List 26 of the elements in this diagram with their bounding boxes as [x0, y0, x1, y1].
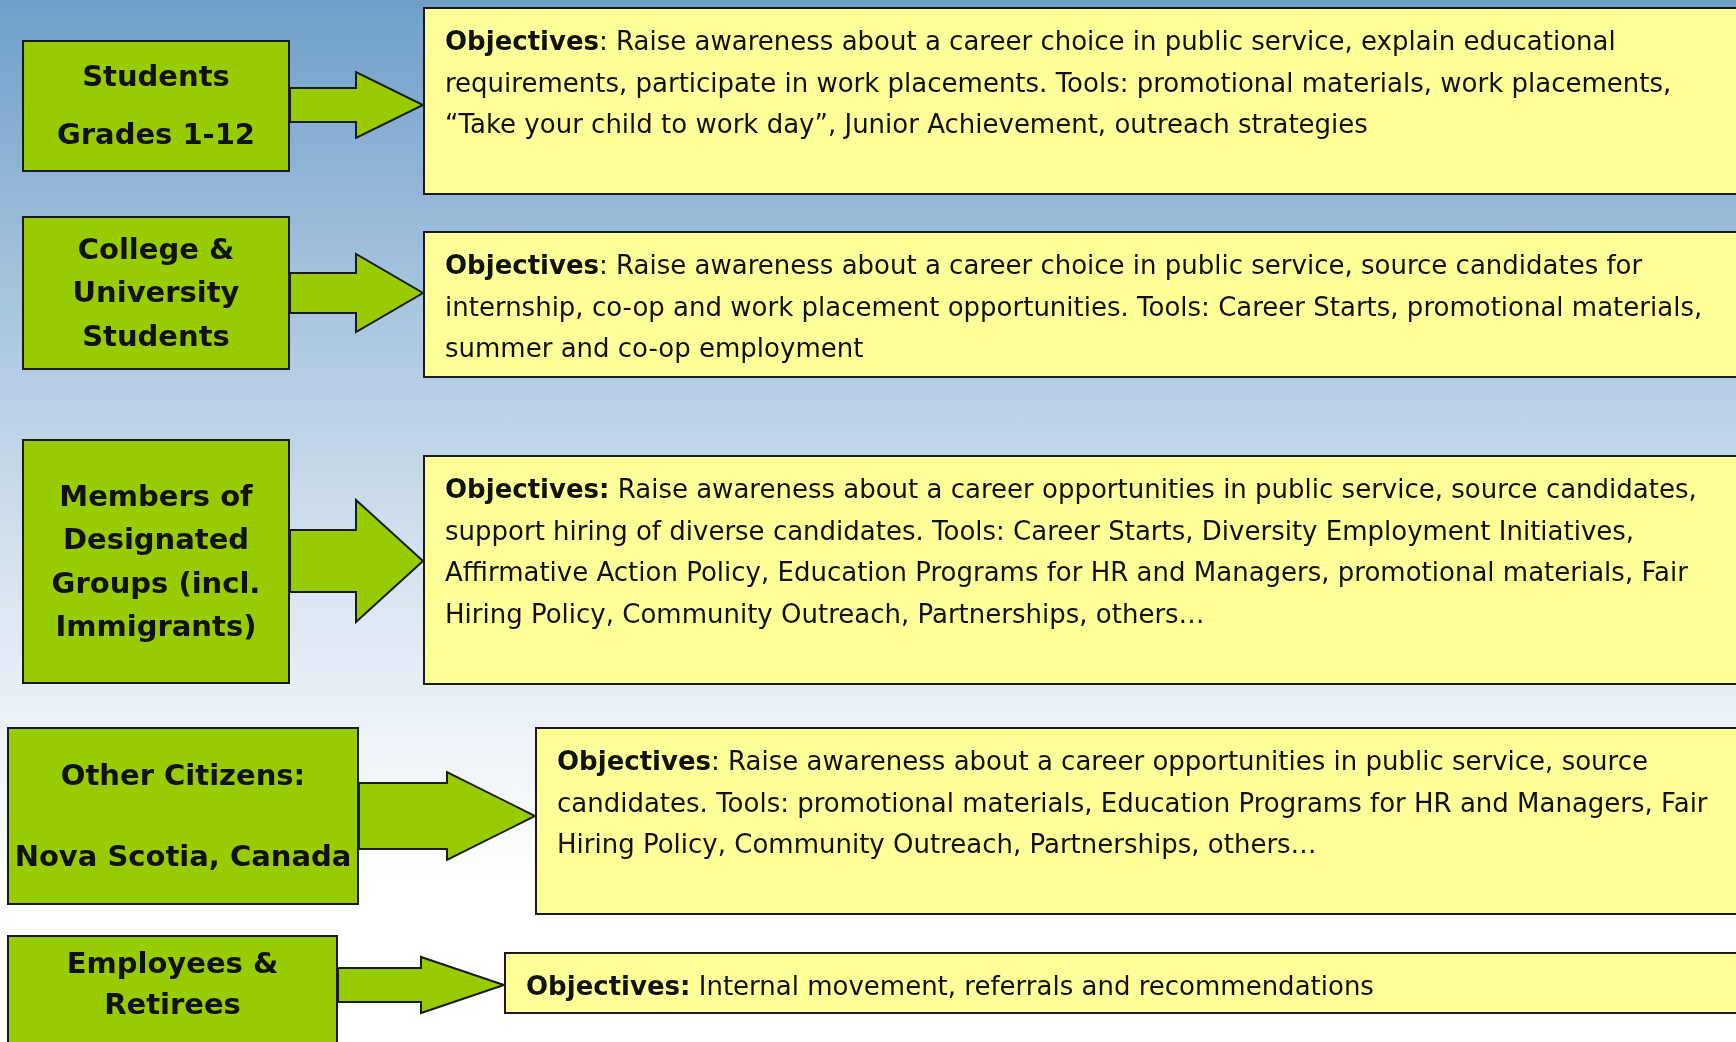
block-arrow	[289, 497, 425, 625]
objectives-box	[535, 727, 1736, 915]
block-arrow	[358, 770, 538, 862]
objectives-text: Objectives: Raise awareness about a career opportunities in public service, source candidates, support hiring of diverse candidates. Tools: Career Starts, Diversity Employment Initiatives, Affirmative Action Policy, Education Programs for HR and Managers, promotional materials, Fair Hiring Policy, Community Outreach, Partnerships, others…	[445, 473, 1698, 631]
objectives-text: Objectives: Raise awareness about a career choice in public service, explain educational requirements, participate in work placements. Tools: promotional materials, work placements, “Take your child to work day”, Junior Achievement, outreach strategies	[445, 25, 1673, 141]
objectives-box	[504, 952, 1736, 1014]
audience-label: Other Citizens:	[60, 756, 306, 794]
audience-label: College & University Students	[71, 230, 241, 355]
audience-box	[7, 727, 359, 905]
audience-box	[22, 216, 290, 370]
audience-label: Students	[82, 58, 230, 96]
objectives-box	[423, 455, 1736, 685]
objectives-text: Objectives: Internal movement, referrals and recommendations	[526, 970, 1375, 1003]
objectives-box	[423, 7, 1736, 195]
audience-box	[7, 935, 338, 1042]
audience-label: Nova Scotia, Canada	[14, 837, 352, 875]
objectives-text: Objectives: Raise awareness about a career opportunities in public service, source candidates. Tools: promotional materials, Education Programs for HR and Managers, Fair Hiring Policy, Community Outreach, Partnerships, others…	[557, 745, 1709, 861]
objectives-text: Objectives: Raise awareness about a career choice in public service, source candidates for internship, co-op and work placement opportunities. Tools: Career Starts, promotional materials, summer and co-op employment	[445, 249, 1704, 365]
audience-label: Grades 1-12	[57, 116, 255, 154]
audience-label: Employees & Retirees	[65, 945, 280, 1023]
objectives-box	[423, 231, 1736, 378]
audience-box	[22, 40, 290, 172]
audience-box	[22, 439, 290, 684]
block-arrow	[289, 70, 426, 140]
block-arrow	[289, 252, 425, 334]
audience-label: Members of Designated Groups (incl. Immigrants)	[50, 477, 262, 645]
